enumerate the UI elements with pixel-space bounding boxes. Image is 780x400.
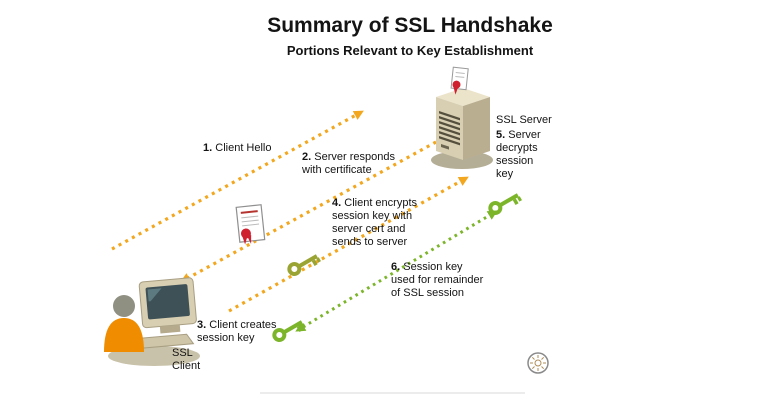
step-3-text: Client creates session key (197, 319, 277, 344)
diagram-subtitle: Portions Relevant to Key Establishment (286, 43, 534, 58)
session-key-icon-step6 (486, 188, 525, 219)
step-4-label: 4. Client encrypts session key with serv… (332, 197, 436, 249)
ssl-server-icon (431, 66, 493, 169)
step-6-label: 6. Session key used for remainder of SSL… (391, 261, 509, 300)
diagram-title: Summary of SSL Handshake (267, 14, 553, 37)
step-1-text: Client Hello (215, 142, 272, 154)
step-1-label: 1. Client Hello (203, 142, 333, 155)
server-certificate-badge-icon (450, 66, 469, 95)
step-4-text: Client encrypts session key with server … (332, 197, 418, 248)
step-3-number: 3. (197, 319, 207, 331)
step-6-number: 6. (391, 261, 401, 273)
ssl-client-label: SSL Client (172, 347, 222, 373)
step-5-number: 5. (496, 129, 506, 141)
session-key-icon-step4 (285, 249, 324, 280)
ssl-server-label-text: SSL Server (496, 114, 552, 126)
step-5-text: Server decrypts session key (496, 129, 541, 180)
step-6-text: Session key used for remainder of SSL se… (391, 261, 484, 299)
ssl-server-label: SSL Server (496, 114, 566, 127)
certificate-icon (235, 204, 266, 245)
arrow-step1-client-hello (111, 110, 364, 251)
ssl-client-label-text: SSL Client (172, 347, 201, 372)
step-2-text: Server responds with certificate (302, 151, 395, 176)
step-3-label: 3. Client creates session key (197, 319, 301, 345)
footer-logo-icon (527, 352, 549, 374)
step-1-number: 1. (203, 142, 213, 154)
step-2-number: 2. (302, 151, 312, 163)
step-4-number: 4. (332, 197, 342, 209)
step-5-label: 5. Server decrypts session key (496, 129, 566, 181)
step-2-label: 2. Server responds with certificate (302, 151, 410, 177)
